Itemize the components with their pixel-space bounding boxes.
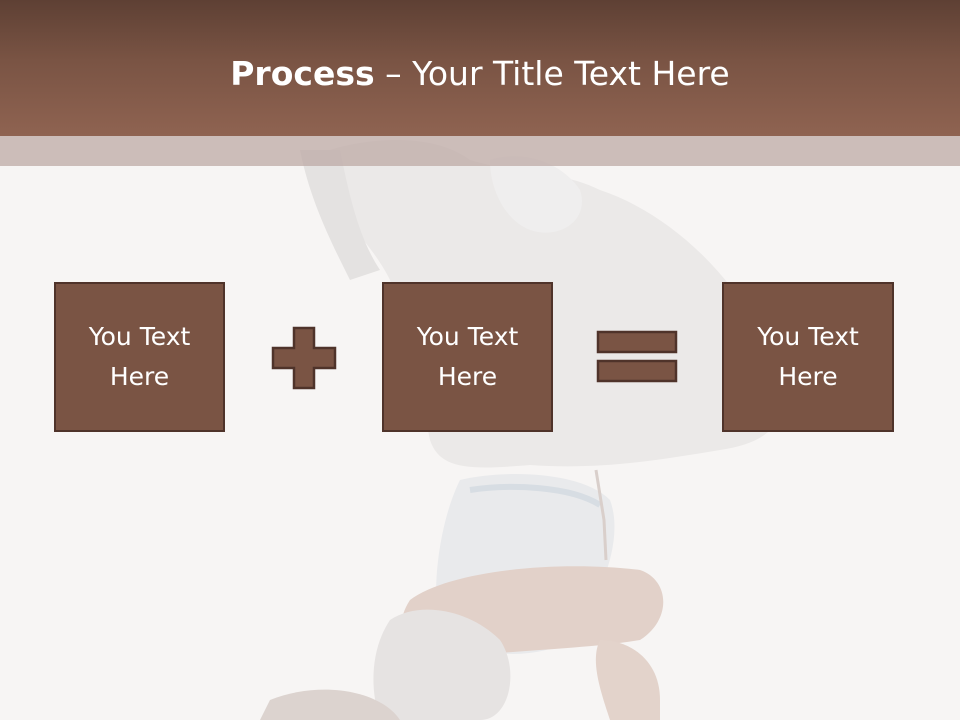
process-box-2-label: You Text Here — [416, 322, 519, 391]
slide-title-bold: Process — [230, 54, 375, 93]
slide-title-rest: – Your Title Text Here — [374, 54, 730, 93]
title-bar-accent-strip — [0, 136, 960, 166]
slide-title[interactable]: Process – Your Title Text Here — [0, 50, 960, 98]
plus-icon — [271, 326, 337, 390]
process-box-1[interactable]: You Text Here — [54, 282, 225, 432]
process-box-2[interactable]: You Text Here — [382, 282, 553, 432]
process-box-3[interactable]: You Text Here — [722, 282, 894, 432]
process-box-1-label: You Text Here — [88, 322, 191, 391]
equals-icon — [596, 330, 678, 383]
process-box-3-label: You Text Here — [757, 322, 859, 391]
title-bar — [0, 0, 960, 136]
